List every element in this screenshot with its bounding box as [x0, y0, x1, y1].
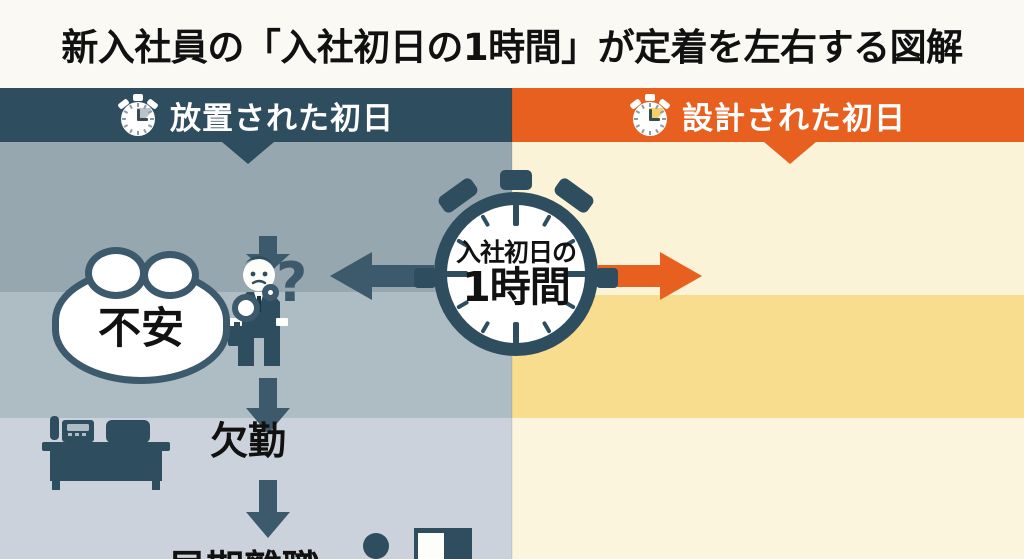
- left-flow-arrow-1: [246, 378, 290, 434]
- question-mark-icon: ?: [276, 251, 308, 314]
- empty-desk-with-phone-icon: [40, 406, 172, 492]
- stopwatch-text: 入社初日の 1時間: [434, 192, 598, 356]
- thought-bubble-dot-large: [232, 294, 260, 322]
- left-flow-arrow-2: [246, 480, 290, 538]
- left-stage-label-1: 欠勤: [210, 419, 287, 463]
- left-panel-header-label: 放置された初日: [170, 100, 394, 137]
- right-panel-header-label: 設計された初日: [682, 100, 906, 137]
- anxiety-thought-bubble: 不安: [52, 247, 230, 384]
- stopwatch-line-2: 1時間: [462, 263, 571, 311]
- anxiety-bubble-label: 不安: [98, 304, 184, 354]
- stopwatch-ticks: [434, 192, 598, 356]
- title-bar: 新入社員の「入社初日の1時間」が定着を左右する図解: [0, 0, 1024, 88]
- person-leaving-through-door-icon: [338, 526, 478, 559]
- right-band-3: [512, 418, 1024, 559]
- stopwatch-icon: [117, 94, 159, 136]
- stopwatch-crown-left: [414, 268, 436, 288]
- left-panel-header: 放置された初日: [0, 88, 512, 142]
- stopwatch-crown-right: [596, 268, 618, 288]
- left-header-notch: [222, 142, 274, 164]
- right-panel: 設計された初日 安心 期待 定着: [512, 88, 1024, 559]
- stopwatch-stem: [500, 170, 532, 190]
- stopwatch-icon: [629, 94, 671, 136]
- thought-bubble-dot-small: [262, 284, 279, 301]
- left-stage-label-2: 早期離職: [168, 550, 320, 559]
- right-band-2: [512, 295, 1024, 418]
- page-title: 新入社員の「入社初日の1時間」が定着を左右する図解: [61, 26, 963, 69]
- left-panel: 放置された初日 不安: [0, 88, 512, 559]
- center-stopwatch-icon: 入社初日の 1時間: [414, 170, 618, 380]
- right-header-notch: [764, 142, 816, 164]
- stopwatch-line-1: 入社初日の: [455, 238, 577, 267]
- right-panel-header: 設計された初日: [512, 88, 1024, 142]
